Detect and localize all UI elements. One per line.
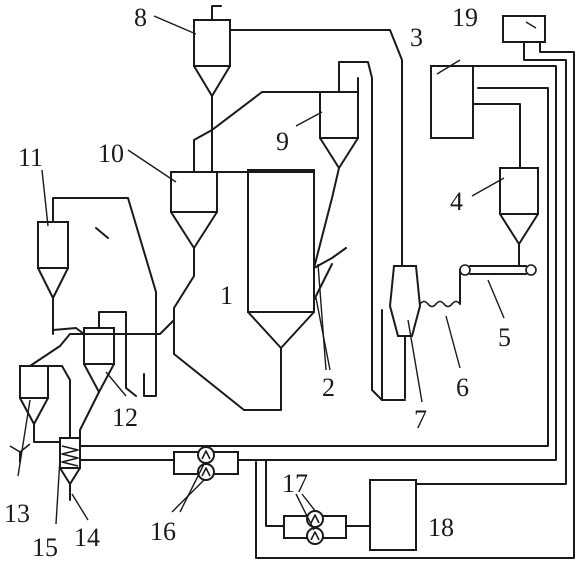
label-8: 8 [134, 3, 147, 32]
unit-3 [430, 65, 474, 139]
cyclone-10 [170, 171, 218, 249]
cyclone-11 [37, 221, 69, 299]
cyclone-13 [19, 365, 49, 425]
label-17: 17 [282, 469, 308, 498]
label-10: 10 [98, 139, 124, 168]
hopper-4 [499, 167, 539, 267]
label-9: 9 [276, 127, 289, 156]
label-11: 11 [18, 143, 43, 172]
label-19: 19 [452, 3, 478, 32]
reactor-1 [247, 169, 315, 371]
label-12: 12 [112, 403, 138, 432]
heat-exchanger-17 [283, 510, 347, 545]
label-6: 6 [456, 373, 469, 402]
screw-feeder-6 [419, 269, 461, 308]
label-14: 14 [74, 523, 100, 552]
label-4: 4 [450, 187, 463, 216]
label-15: 15 [32, 533, 58, 562]
label-1: 1 [220, 281, 233, 310]
label-18: 18 [428, 513, 454, 542]
label-5: 5 [498, 323, 511, 352]
piping [9, 29, 575, 559]
vessel-7 [388, 265, 422, 337]
number-labels: 8 9 10 11 1 2 3 4 5 6 7 12 13 14 15 16 1… [4, 3, 511, 562]
conveyor-5 [459, 264, 537, 276]
cyclone-12 [83, 327, 115, 393]
label-16: 16 [150, 517, 176, 546]
unit-18 [369, 479, 417, 551]
label-3: 3 [410, 23, 423, 52]
label-13: 13 [4, 499, 30, 528]
mixer-14-15 [59, 437, 81, 501]
cyclone-8 [193, 5, 231, 131]
leader-lines [17, 15, 537, 531]
controller-19 [502, 15, 546, 43]
heat-exchanger-16 [173, 446, 239, 481]
cyclone-9 [319, 91, 359, 169]
label-2: 2 [322, 373, 335, 402]
label-7: 7 [414, 405, 427, 434]
